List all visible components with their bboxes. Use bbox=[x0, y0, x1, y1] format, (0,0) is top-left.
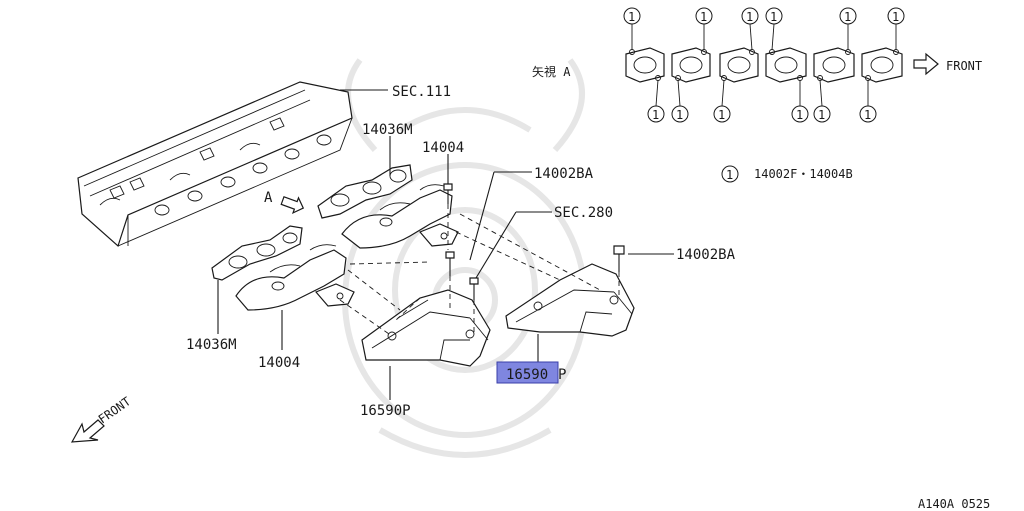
svg-text:1: 1 bbox=[718, 108, 725, 122]
callout-1-top-d: 1 bbox=[765, 7, 783, 25]
label-sec280: SEC.280 bbox=[554, 205, 613, 221]
inset-gasket-1 bbox=[625, 47, 665, 83]
inset-gasket-5 bbox=[813, 47, 855, 83]
svg-text:1: 1 bbox=[892, 10, 899, 24]
callout-1-top-f: 1 bbox=[887, 7, 905, 25]
diagram-code: A140A 0525 bbox=[918, 497, 990, 511]
heat-insulator-right bbox=[505, 263, 635, 337]
heat-insulator-left bbox=[361, 289, 491, 367]
view-a-arrow bbox=[280, 196, 305, 215]
manifold-14004-top bbox=[341, 184, 459, 249]
inset-gasket-6 bbox=[861, 47, 903, 83]
callout-1-top-e: 1 bbox=[839, 7, 857, 25]
svg-text:1: 1 bbox=[818, 108, 825, 122]
gasket-14036m-bottom bbox=[211, 225, 303, 281]
label-14004-top: 14004 bbox=[422, 140, 464, 156]
callout-1-bottom-f: 1 bbox=[859, 105, 877, 123]
label-16590p-suffix[interactable]: P bbox=[558, 367, 566, 383]
label-16590p-left: 16590P bbox=[360, 403, 411, 419]
callout-1-top-c: 1 bbox=[741, 7, 759, 25]
front-arrow-right bbox=[913, 52, 939, 76]
svg-text:1: 1 bbox=[700, 10, 707, 24]
watermark-emblem bbox=[342, 58, 588, 458]
svg-text:1: 1 bbox=[844, 10, 851, 24]
svg-text:1: 1 bbox=[746, 10, 753, 24]
bolts bbox=[443, 183, 625, 300]
cylinder-head bbox=[77, 81, 353, 248]
inset-gasket-4 bbox=[765, 47, 807, 83]
bolt-mid bbox=[445, 251, 455, 276]
view-a-title: 矢視 A bbox=[532, 64, 571, 79]
label-sec111: SEC.111 bbox=[392, 84, 451, 100]
legend-callout-number: 1 bbox=[726, 168, 733, 182]
svg-text:1: 1 bbox=[628, 10, 635, 24]
label-14002ba-top: 14002BA bbox=[534, 166, 594, 182]
svg-text:1: 1 bbox=[864, 108, 871, 122]
callout-1-bottom-c: 1 bbox=[713, 105, 731, 123]
callout-1-top-b: 1 bbox=[695, 7, 713, 25]
svg-text:1: 1 bbox=[770, 10, 777, 24]
callout-1-bottom-d: 1 bbox=[791, 105, 809, 123]
legend: 1 14002F・14004B bbox=[721, 165, 853, 183]
legend-text: 14002F・14004B bbox=[754, 167, 853, 181]
bolt-top bbox=[443, 183, 453, 204]
front-label-left: FRONT bbox=[96, 394, 134, 426]
view-a-inset: 矢視 A bbox=[532, 7, 982, 123]
callout-1-bottom-a: 1 bbox=[647, 105, 665, 123]
highlight-box[interactable] bbox=[496, 361, 559, 384]
assembly-lines bbox=[339, 204, 620, 337]
bolt-sec280 bbox=[469, 277, 479, 300]
manifold-14004-bottom bbox=[235, 244, 355, 311]
view-a-marker: A bbox=[264, 190, 273, 206]
bolt-right bbox=[613, 245, 625, 272]
label-14036m-bottom: 14036M bbox=[186, 337, 237, 353]
svg-text:1: 1 bbox=[796, 108, 803, 122]
highlighted-part-16590p[interactable]: 16590 P bbox=[496, 361, 566, 384]
label-14002ba-right: 14002BA bbox=[676, 247, 736, 263]
callout-1-bottom-b: 1 bbox=[671, 105, 689, 123]
label-14036m-top: 14036M bbox=[362, 122, 413, 138]
svg-text:1: 1 bbox=[676, 108, 683, 122]
front-arrow-left bbox=[70, 419, 105, 443]
legend-callout-circle bbox=[721, 165, 739, 183]
label-16590-highlight[interactable]: 16590 bbox=[506, 367, 548, 383]
leader-lines bbox=[217, 89, 674, 400]
callout-1-bottom-e: 1 bbox=[813, 105, 831, 123]
svg-text:1: 1 bbox=[652, 108, 659, 122]
inset-gasket-2 bbox=[671, 47, 711, 83]
front-label-right: FRONT bbox=[946, 59, 982, 73]
inset-gasket-3 bbox=[719, 47, 759, 83]
gasket-14036m-top bbox=[317, 164, 413, 219]
label-14004-bottom: 14004 bbox=[258, 355, 300, 371]
callout-1-top-a: 1 bbox=[623, 7, 641, 25]
